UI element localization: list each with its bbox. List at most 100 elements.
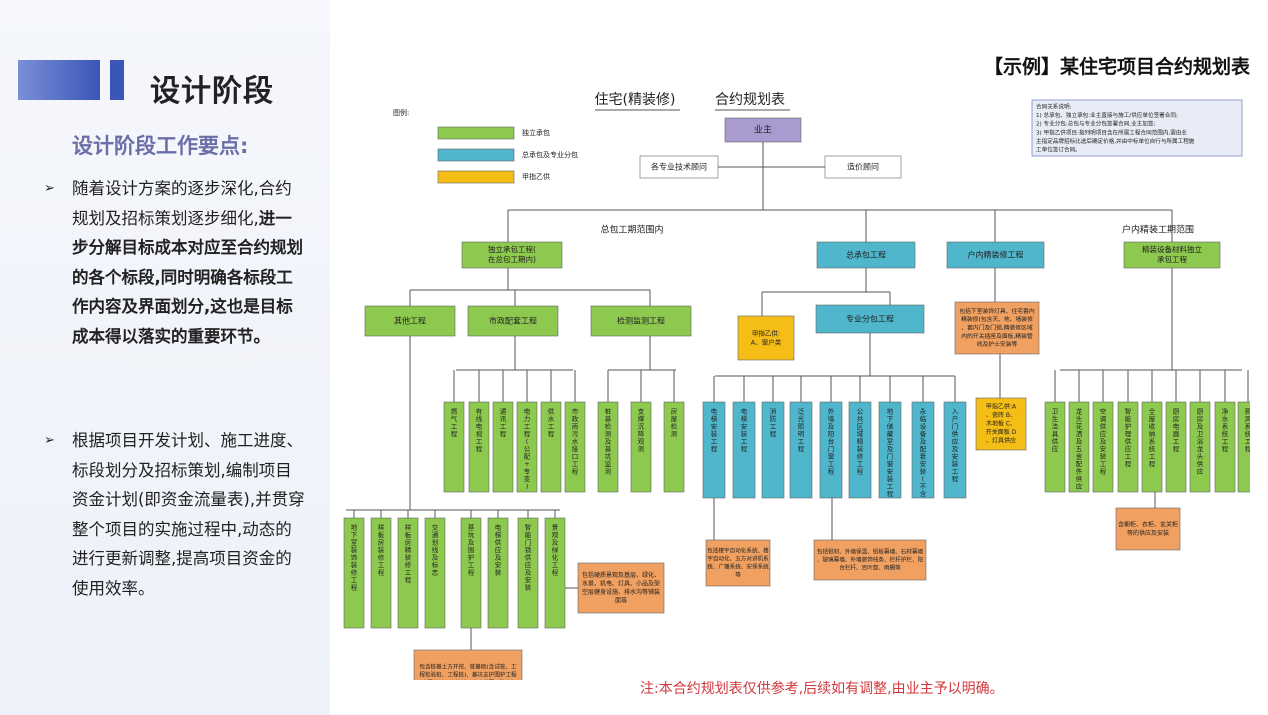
equipment-child-label: 理	[1125, 430, 1132, 438]
specialty-child-label: 窗	[887, 459, 894, 468]
municipal-child-label: 工	[548, 422, 555, 430]
specialty-child-label: 储	[887, 421, 894, 430]
equipment-child-box	[1044, 401, 1066, 493]
equipment-child-box	[1189, 401, 1211, 493]
relation-note-line: 工单位签订合同。	[1036, 146, 1081, 154]
other-scope-note-box	[577, 562, 665, 614]
specialty-child-label: 安	[952, 451, 959, 460]
other-child-label: 基	[468, 522, 475, 531]
other-child-label: 供	[525, 552, 532, 561]
equipment-scope-note-box	[1115, 507, 1181, 551]
scope-gc-label: 总包工期范围内	[600, 224, 663, 236]
interior-scope-note-label: 精装修(包含天、地、墙装修	[961, 315, 1033, 323]
equipment-child-label: 统	[1245, 429, 1250, 438]
equipment-child-label: 器	[1173, 430, 1180, 438]
equipment-child-label: 程	[1125, 459, 1132, 468]
other-child-label: 应	[495, 545, 502, 554]
specialty-child-label: 安	[711, 421, 718, 430]
other-child-label: 板	[378, 530, 385, 539]
testing-child-label: 基	[605, 414, 612, 423]
specialty-child-label: 临	[920, 414, 927, 423]
municipal-child-label: 雨	[572, 422, 579, 430]
interior-scope-note-box	[954, 301, 1040, 355]
specialty-child-label: 程	[770, 429, 777, 438]
testing-child-label: 屋	[671, 415, 678, 423]
interior-yellow-note-box	[975, 397, 1027, 451]
equipment-child-label: 调	[1100, 414, 1107, 423]
equipment-child-label: 供	[1076, 474, 1083, 483]
other-child-label: 工	[405, 568, 412, 576]
testing-child-label: 坑	[605, 451, 612, 460]
municipal-child-box	[540, 401, 562, 493]
independent-sub-box	[467, 305, 559, 337]
equipment-child-label: 智	[1125, 406, 1132, 415]
municipal-child-label: 市	[572, 406, 579, 415]
municipal-child-label: 配	[524, 452, 531, 460]
equipment-child-label: 系	[1222, 421, 1229, 430]
legend-label: 甲指乙供	[522, 172, 550, 181]
other-child-label: 修	[378, 552, 385, 561]
other-child-label: 工	[378, 561, 385, 569]
other-child-label: 景	[552, 523, 559, 531]
specialty-child-label: 套	[920, 451, 927, 460]
equipment-child-label: 卫	[1197, 430, 1204, 438]
municipal-child-label: 程	[524, 429, 531, 438]
equipment-child-label: 程	[1245, 444, 1250, 453]
specialty-child-label: 外	[828, 406, 835, 415]
testing-child-label: 测	[605, 430, 612, 438]
specialty-child-label: 台	[828, 436, 835, 445]
bullet-one: ➢ 随着设计方案的逐步深化,合约规划及招标策划逐步细化,进一步分解目标成本对应至…	[44, 174, 306, 351]
legend-label: 独立承包	[522, 128, 550, 137]
specialty-child-label: 入	[952, 407, 959, 415]
specialty-child-label: 装	[741, 429, 748, 438]
equipment-child-box	[1214, 401, 1236, 493]
testing-child-label: 测	[638, 445, 645, 453]
page-heading: 【示例】某住宅项目合约规划表	[983, 56, 1250, 78]
title-accent-bar-small	[110, 60, 124, 100]
interior-yellow-note-label: 木地板 C、	[986, 420, 1016, 428]
owner-label: 业主	[754, 124, 772, 136]
relation-note-line: 主指定品牌招标比选后确定价格,并由中标单位自行与所属工程施	[1036, 137, 1195, 145]
equipment-child-label: 洒	[1076, 430, 1083, 438]
testing-child-label: 及	[605, 437, 612, 445]
equipment-child-label: 龙	[1197, 444, 1204, 453]
municipal-child-label: 电	[524, 406, 531, 415]
equipment-child-label: 全	[1149, 406, 1156, 415]
relation-note-line: 3) 甲指乙供项目:指列明项目含在所属工程合同范围内,需由业	[1036, 128, 1187, 136]
specialty-child-label: 墙	[828, 414, 835, 423]
other-child-label: 精	[405, 545, 412, 554]
other-child-label: 护	[468, 552, 475, 561]
level1-item-label: 户内精装修工程	[968, 250, 1024, 260]
equipment-child-label: 配	[1076, 460, 1083, 468]
bullet-one-text: 随着设计方案的逐步深化,合约规划及招标策划逐步细化,	[72, 179, 292, 228]
equipment-child-label: 应	[1197, 466, 1204, 475]
equipment-child-label: 程	[1173, 444, 1180, 453]
equipment-child-label: 供	[1100, 421, 1107, 430]
other-scope-note-label: 包括硬质景观及基层、绿化、	[582, 571, 660, 579]
municipal-child-box	[492, 401, 514, 493]
arrow-bullet-icon: ➢	[44, 181, 55, 196]
municipal-child-label: 供	[548, 406, 555, 415]
other-child-label: 应	[525, 560, 532, 569]
legend-swatch	[437, 170, 515, 184]
gc-specialty-label: 专业分包工程	[846, 314, 894, 324]
equipment-child-label: 纳	[1149, 429, 1156, 438]
specialty-child-label: 程	[952, 474, 959, 483]
specialty-child-label: 程	[741, 444, 748, 453]
municipal-child-label: 工	[451, 422, 458, 430]
other-child-label: 程	[405, 575, 412, 584]
specialty-child-label: 装	[711, 429, 718, 438]
testing-child-box	[663, 401, 685, 493]
specialty-child-label: 程	[857, 466, 864, 475]
equipment-child-label: 程	[1149, 459, 1156, 468]
equipment-child-label: 系	[1149, 436, 1156, 445]
specialty-child-label: 地	[887, 406, 894, 415]
other-child-label: 化	[552, 552, 559, 561]
specialty-child-label: 及	[828, 422, 835, 430]
specialty-child-label: 供	[952, 429, 959, 438]
municipal-child-label: 污	[572, 430, 579, 438]
specialty-child-label: 藏	[887, 429, 894, 438]
level1-item-box	[946, 241, 1045, 269]
specialty-child-label: 精	[857, 436, 864, 445]
level1-item-label: 在总包工期内)	[488, 254, 536, 264]
